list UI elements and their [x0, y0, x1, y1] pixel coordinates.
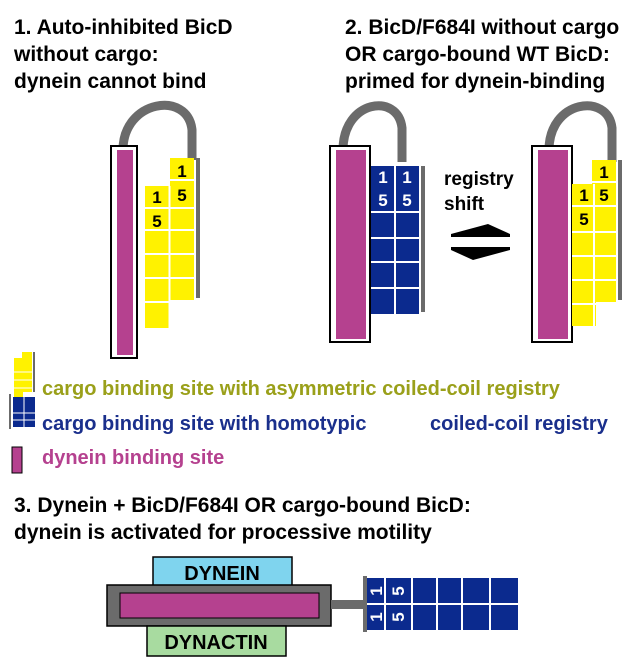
panel-2-heading-line-2: OR cargo-bound WT BicD:: [345, 43, 610, 66]
dynactin-box: [146, 625, 287, 657]
legend-asymmetric-icon: [14, 352, 35, 398]
registry-digit: 5: [378, 191, 387, 210]
registry-digit: 5: [389, 612, 408, 621]
legend-asymmetric-label: cargo binding site with asymmetric coile…: [42, 378, 561, 400]
panel-3-heading-line-1: 3. Dynein + BicD/F684I OR cargo-bound Bi…: [14, 494, 471, 517]
registry-shift-label-line-1: registry: [444, 169, 514, 190]
linker: [331, 600, 363, 609]
panel-1-heading-line-1: 1. Auto-inhibited BicD: [14, 16, 233, 39]
panel-2-heading-line-1: 2. BicD/F684I without cargo: [345, 16, 619, 39]
panel-1-heading-line-2: without cargo:: [13, 43, 159, 66]
registry-digit: 1: [378, 168, 387, 187]
registry-digit: 1: [579, 186, 588, 205]
legend-dynein-label: dynein binding site: [42, 447, 224, 469]
registry-digit: 5: [579, 210, 588, 229]
legend-homotypic-icon: [9, 394, 35, 429]
panel-2: 2. BicD/F684I without cargo OR cargo-bou…: [329, 16, 622, 343]
equilibrium-arrows: [451, 224, 510, 260]
registry-digit: 1: [599, 163, 608, 182]
homotypic-ladder-horizontal: 1 1 5 5: [363, 576, 518, 632]
registry-digit: 5: [152, 212, 161, 231]
dynein-binding-site: [119, 592, 320, 619]
legend-homotypic-label-b: coiled-coil registry: [430, 413, 609, 435]
panel-2-heading-line-3: primed for dynein-binding: [345, 70, 605, 93]
asymmetric-ladder: 1 5 1 5: [145, 158, 200, 330]
panel-1-heading-line-3: dynein cannot bind: [14, 70, 207, 93]
registry-digit: 1: [367, 586, 386, 595]
registry-digit: 5: [389, 586, 408, 595]
legend-dynein-icon: [11, 446, 23, 474]
registry-digit: 5: [599, 186, 608, 205]
legend: cargo binding site with asymmetric coile…: [9, 352, 609, 474]
panel-3-heading-line-2: dynein is activated for processive motil…: [14, 521, 432, 544]
dynein-binding-site: [117, 150, 133, 355]
dynein-label: DYNEIN: [184, 563, 260, 585]
registry-digit: 1: [367, 612, 386, 621]
legend-homotypic-label-a: cargo binding site with homotypic: [42, 413, 366, 435]
registry-digit: 5: [177, 186, 186, 205]
registry-digit: 5: [402, 191, 411, 210]
panel-3: 3. Dynein + BicD/F684I OR cargo-bound Bi…: [14, 494, 518, 657]
linker-arc: [544, 101, 617, 162]
registry-digit: 1: [152, 188, 161, 207]
homotypic-ladder: 1 1 5 5: [371, 166, 425, 314]
dynein-binding-site: [538, 150, 568, 339]
panel-1: 1. Auto-inhibited BicD without cargo: dy…: [13, 16, 233, 359]
dynactin-label: DYNACTIN: [164, 632, 267, 654]
registry-shift-label-line-2: shift: [444, 194, 485, 215]
registry-digit: 1: [402, 168, 411, 187]
registry-digit: 1: [177, 162, 186, 181]
dynein-binding-site: [336, 150, 366, 339]
linker-arc: [338, 101, 407, 162]
linker-arc: [118, 100, 197, 160]
asymmetric-ladder: 1 5 1 5: [572, 160, 622, 326]
